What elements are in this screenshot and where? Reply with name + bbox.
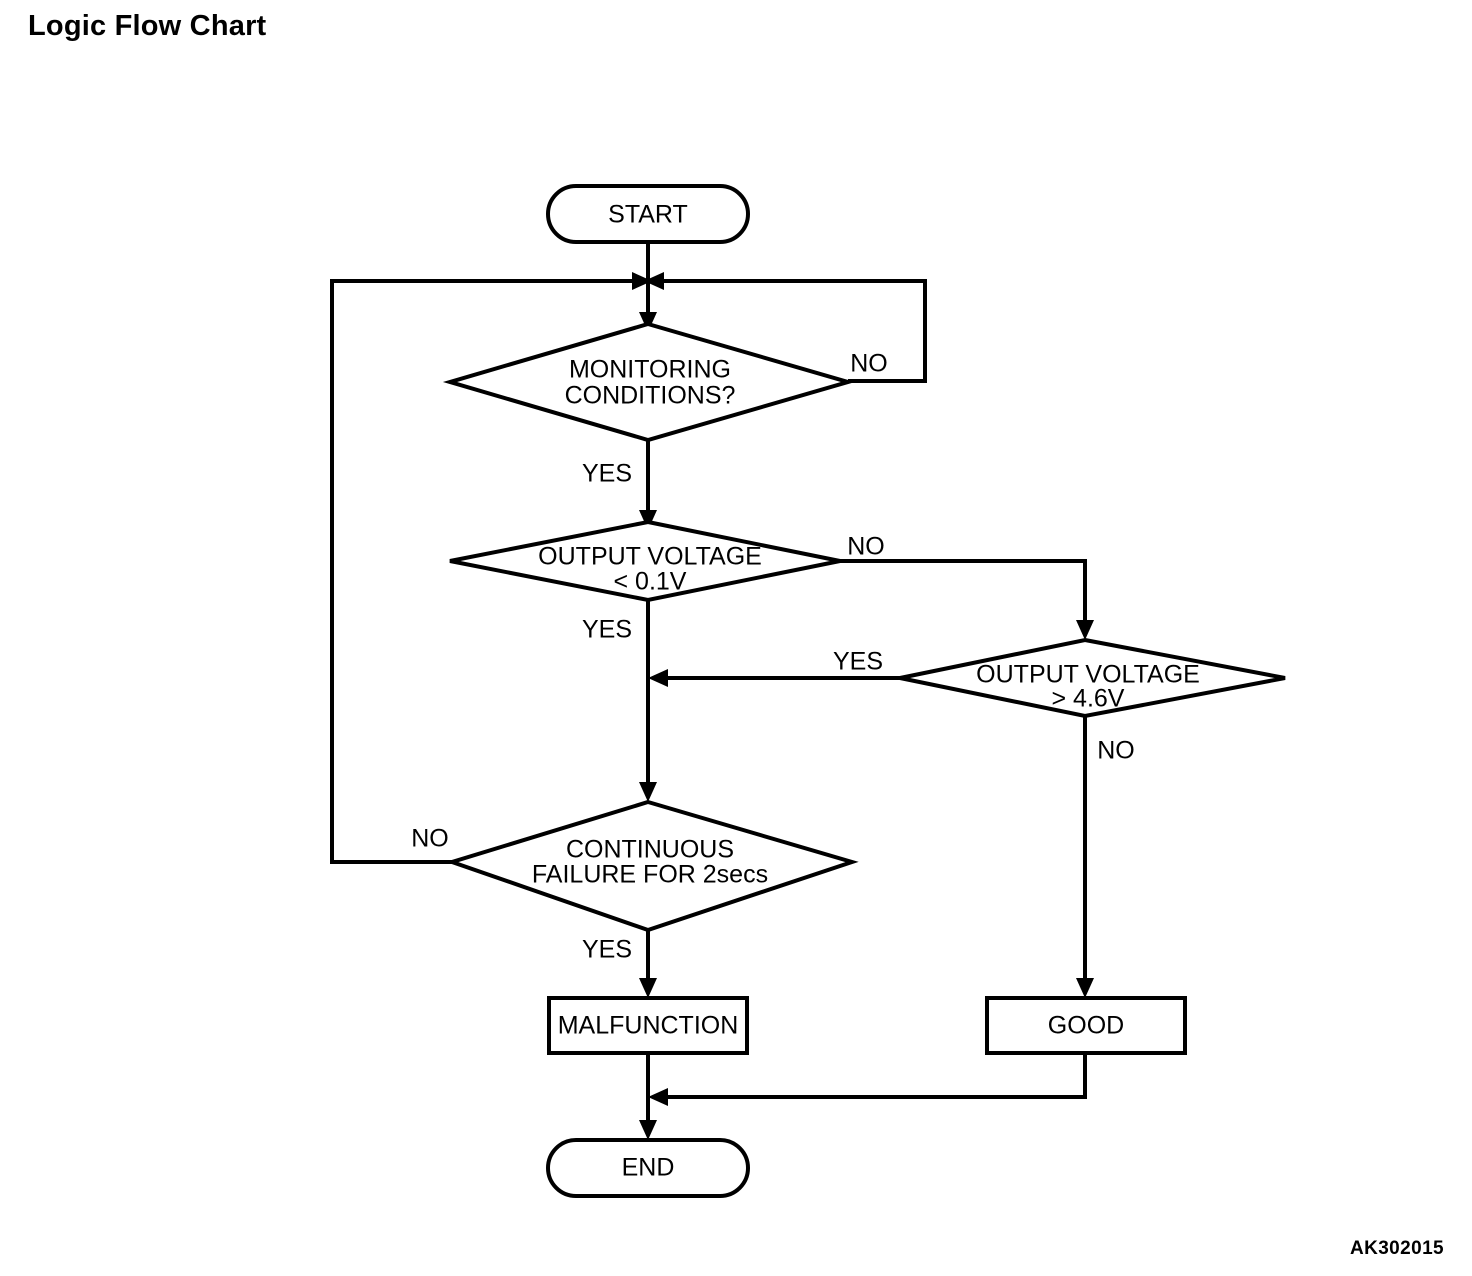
edge-label-monitoring-no: NO [850,350,888,378]
connector-failure-no-loop [330,279,640,864]
arrowhead-loop-right-into-junction [644,272,664,290]
arrowhead-into-voltage-high [1076,620,1094,640]
node-monitoring-conditions [442,321,856,443]
arrowhead-into-malfunction [639,978,657,998]
node-good [985,996,1187,1055]
edge-label-voltage-high-no: NO [1097,737,1135,765]
node-output-voltage-low [449,519,841,603]
arrowhead-into-end [639,1120,657,1140]
node-good-label: GOOD [1048,1012,1124,1040]
node-voltage-high-label-line1: OUTPUT VOLTAGE [976,661,1200,689]
edge-label-voltage-low-no: NO [847,533,885,561]
node-malfunction [547,996,749,1055]
node-voltage-low-label-line1: OUTPUT VOLTAGE [538,543,762,571]
watermark-code: AK302015 [1349,1238,1444,1259]
node-failure-label-line2: FAILURE FOR 2secs [532,861,768,889]
node-monitoring-label-line2: CONDITIONS? [565,382,736,410]
node-voltage-low-label-line2: < 0.1V [614,568,687,596]
edge-label-monitoring-yes: YES [582,460,632,488]
page-title: Logic Flow Chart [28,10,267,42]
arrowhead-into-continuous-failure [639,782,657,802]
edge-label-failure-yes: YES [582,936,632,964]
node-start [546,184,750,244]
arrowhead-loop-left-into-junction [632,272,652,290]
connector-voltage-low-no [840,559,1087,630]
node-end-label: END [622,1154,675,1182]
edge-label-voltage-high-yes: YES [833,648,883,676]
node-monitoring-label-line1: MONITORING [569,356,731,384]
node-output-voltage-high [899,637,1286,719]
node-failure-label-line1: CONTINUOUS [566,836,734,864]
node-start-label: START [608,201,688,229]
arrowhead-into-good [1076,978,1094,998]
connector-good-to-end [660,1053,1087,1099]
arrowhead-good-merge [648,1088,668,1106]
edge-label-voltage-low-yes: YES [582,616,632,644]
node-continuous-failure [445,799,859,933]
node-voltage-high-label-line2: > 4.6V [1052,685,1125,713]
connector-monitoring-no-loop [656,279,927,383]
node-end [546,1138,750,1198]
arrowhead-voltage-high-yes-left [648,669,668,687]
node-malfunction-label: MALFUNCTION [558,1012,739,1040]
edge-label-failure-no: NO [411,825,449,853]
